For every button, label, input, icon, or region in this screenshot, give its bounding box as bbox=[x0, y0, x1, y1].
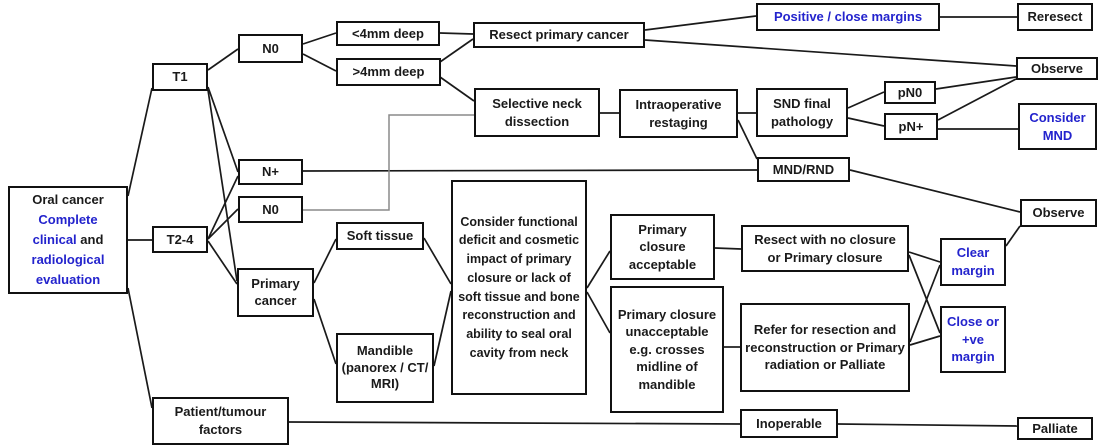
eval-line-2: Complete bbox=[38, 211, 98, 227]
connector-mandible-bigbox bbox=[433, 290, 452, 367]
connector-n0top-lt4mm bbox=[302, 32, 337, 45]
connector-eval-patient-factors bbox=[127, 287, 153, 409]
connector-softtissue-bigbox bbox=[423, 237, 452, 285]
node-snd-final-pathology: SND final pathology bbox=[756, 88, 848, 137]
connector-resect-observe1 bbox=[644, 39, 1017, 67]
node-primary-cancer: Primary cancer bbox=[237, 268, 314, 317]
node-reresect: Reresect bbox=[1017, 3, 1093, 31]
node-palliate: Palliate bbox=[1017, 417, 1093, 440]
node-intraoperative-restaging: Intraoperative restaging bbox=[619, 89, 738, 138]
node-refer-resection: Refer for resection and reconstruction o… bbox=[740, 303, 910, 392]
node-patient-tumour-factors: Patient/tumour factors bbox=[152, 397, 289, 445]
eval-line-3: clinical and bbox=[32, 231, 104, 247]
connector-gt4mm-resect bbox=[439, 38, 474, 63]
node-mnd-rnd: MND/RND bbox=[757, 157, 850, 182]
connector-sndpath-pn0 bbox=[847, 91, 885, 109]
node-primary-closure-unacceptable: Primary closure unacceptable e.g. crosse… bbox=[610, 286, 724, 413]
node-observe-1: Observe bbox=[1016, 57, 1098, 80]
node-mandible: Mandible (panorex / CT/ MRI) bbox=[336, 333, 434, 403]
connector-clearmargin-observe2 bbox=[1005, 225, 1021, 247]
connector-gt4mm-snd bbox=[439, 76, 475, 102]
connector-sndpath-pnplus bbox=[847, 117, 885, 127]
node-close-or-positive-margin: Close or +ve margin bbox=[940, 306, 1006, 373]
connector-primary-mandible bbox=[313, 298, 337, 365]
node-resect-primary-cancer: Resect primary cancer bbox=[473, 22, 645, 48]
node-primary-closure-acceptable: Primary closure acceptable bbox=[610, 214, 715, 280]
node-consider-functional-deficit: Consider functional deficit and cosmetic… bbox=[451, 180, 587, 395]
connector-bigbox-closureok bbox=[586, 250, 611, 289]
node-resect-no-closure: Resect with no closure or Primary closur… bbox=[741, 225, 909, 272]
connector-closureok-resectnoclosure bbox=[714, 247, 742, 250]
connector-lt4mm-resect bbox=[439, 32, 474, 35]
connector-refer-clearmargin bbox=[909, 264, 941, 343]
connector-t24-primary-cancer bbox=[207, 240, 238, 285]
connector-refer-closemargin bbox=[909, 335, 941, 346]
connector-bigbox-closurenot bbox=[586, 291, 611, 334]
connector-t1-primary-cancer bbox=[207, 89, 238, 282]
connector-pnplus-observe1 bbox=[937, 78, 1017, 121]
connector-nplus-mndrnd bbox=[302, 169, 758, 172]
node-n0-second: N0 bbox=[238, 196, 303, 223]
node-observe-2: Observe bbox=[1020, 199, 1097, 227]
node-consider-mnd: Consider MND bbox=[1018, 103, 1097, 150]
node-t2-4: T2-4 bbox=[152, 226, 208, 253]
connector-primary-softtissue bbox=[313, 238, 337, 284]
node-soft-tissue: Soft tissue bbox=[336, 222, 424, 250]
connector-resectnoclosure-clearmargin bbox=[908, 251, 941, 263]
node-n-plus: N+ bbox=[238, 159, 303, 185]
connector-t1-nplus bbox=[207, 86, 239, 173]
connector-resect-posmargins bbox=[644, 15, 757, 31]
connector-inoperable-palliate bbox=[837, 423, 1018, 427]
node-pn0: pN0 bbox=[884, 81, 936, 104]
eval-line-4: radiological bbox=[31, 252, 105, 268]
connector-intraop-mndrnd bbox=[737, 119, 758, 160]
connector-eval-t1 bbox=[127, 87, 153, 197]
node-oral-cancer-evaluation: Oral cancer Complete clinical and radiol… bbox=[8, 186, 128, 294]
eval-line-1: Oral cancer bbox=[32, 191, 104, 207]
node-n0-top: N0 bbox=[238, 34, 303, 63]
node-selective-neck-dissection: Selective neck dissection bbox=[474, 88, 600, 137]
eval-line-5: evaluation bbox=[35, 272, 101, 288]
node-pn-plus: pN+ bbox=[884, 113, 938, 140]
connector-pn0-observe1 bbox=[935, 76, 1017, 90]
connector-resectnoclosure-closemargin bbox=[908, 254, 941, 334]
connector-t24-n0second bbox=[207, 208, 239, 240]
node-clear-margin: Clear margin bbox=[940, 238, 1006, 286]
connector-n0second-snd bbox=[303, 114, 474, 211]
node-gt4mm-deep: >4mm deep bbox=[336, 58, 441, 86]
node-t1: T1 bbox=[152, 63, 208, 91]
node-inoperable: Inoperable bbox=[740, 409, 838, 438]
connector-mndrnd-observe2 bbox=[849, 169, 1021, 213]
node-lt4mm-deep: <4mm deep bbox=[336, 21, 440, 46]
node-positive-close-margins: Positive / close margins bbox=[756, 3, 940, 31]
connector-t24-nplus bbox=[207, 175, 239, 240]
connector-t1-n0top bbox=[207, 48, 239, 71]
connector-n0top-gt4mm bbox=[302, 53, 337, 72]
connector-patientfactors-inoperable bbox=[288, 421, 741, 425]
